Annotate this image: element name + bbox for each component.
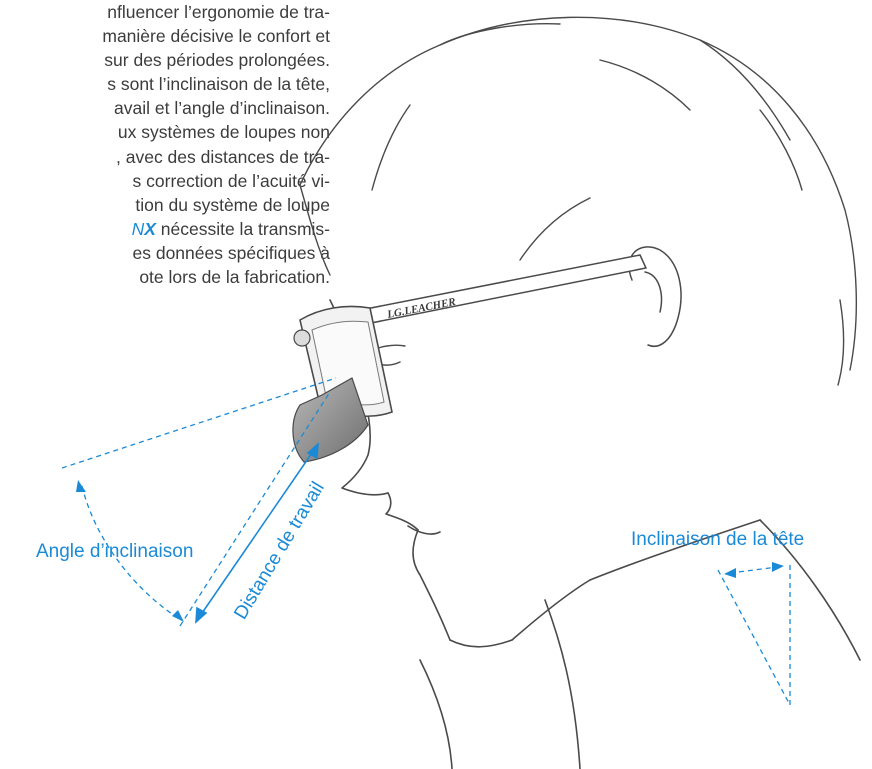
head-tilt-line-left [718, 570, 790, 705]
glasses: LG.LEACHER [293, 255, 646, 462]
arrow-head-icon [772, 562, 784, 572]
arrow-head-icon [724, 568, 736, 578]
arrow-head-icon [172, 610, 184, 622]
arrow-head-icon [76, 480, 86, 492]
head-tilt-arrow-line [730, 567, 778, 573]
loupe-hinge [294, 330, 310, 346]
head-tilt-label: Inclinaison de la tête [631, 529, 804, 551]
loupe-cone [293, 378, 368, 462]
angle-label: Angle d’inclinaison [36, 541, 193, 563]
hair-sketch [300, 17, 856, 385]
